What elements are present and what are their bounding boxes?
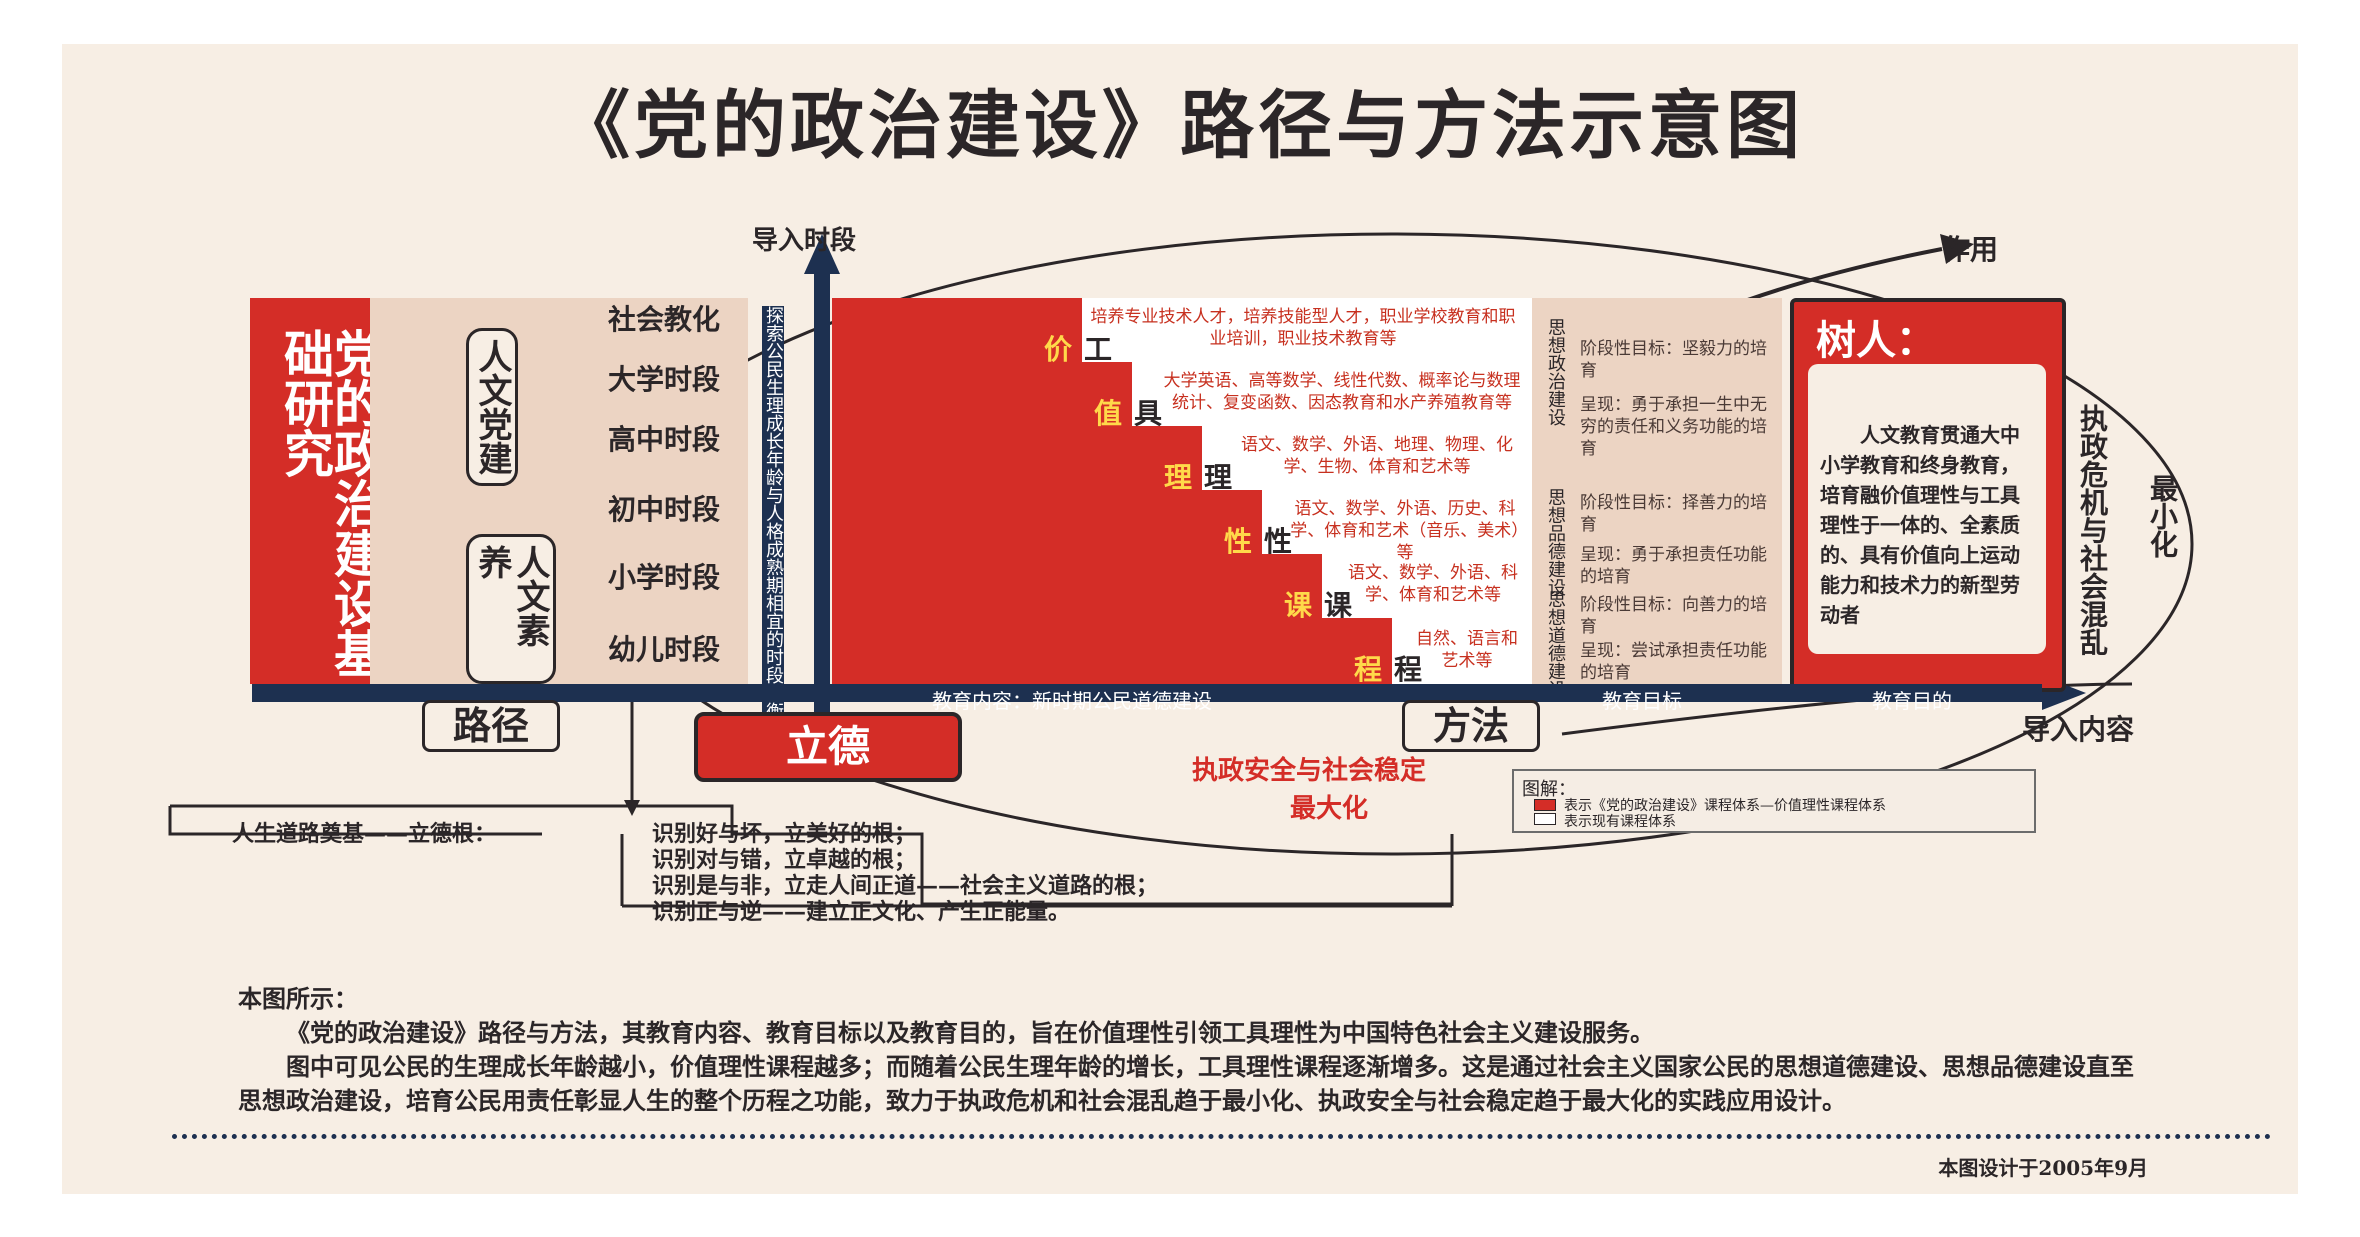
value-key-2: 值: [1094, 397, 1123, 430]
vertical-axis-label: 导入时段: [752, 226, 857, 256]
step-5: [832, 554, 1322, 618]
tree-body: 人文教育贯通大中小学教育和终身教育，培育融价值理性与工具理性于一体的、全素质的、…: [1820, 423, 2020, 627]
path-panel: 人文党建 人文素养 社会教化 大学时段 高中时段 初中时段 小学时段 幼儿时段: [370, 298, 748, 684]
course-note-4: 语文、数学、外语、历史、科学、体育和艺术（音乐、美术）等: [1290, 499, 1520, 563]
tree-panel: 树人： 人文教育贯通大中小学教育和终身教育，培育融价值理性与工具理性于一体的、全…: [1790, 298, 2066, 692]
page-title: 《党的政治建设》路径与方法示意图: [556, 83, 1804, 169]
course-note-1: 培养专业技术人才，培养技能型人才，职业学校教育和职业培训，职业技术教育等: [1090, 307, 1516, 349]
legend-red-swatch: [1534, 799, 1556, 811]
step-4: [832, 490, 1262, 554]
crisis-label: 执政危机与社会混乱: [2076, 404, 2109, 656]
axis-content-label: 教育内容：新时期公民道德建设: [932, 689, 1212, 713]
goal-column-1: 思想政治建设: [1545, 318, 1566, 426]
step-6: [832, 618, 1392, 684]
course-note-2: 大学英语、高等数学、线性代数、概率论与数理统计、复变函数、因态教育和水产养殖教育…: [1163, 371, 1521, 413]
axis-goal-label: 教育目标: [1602, 689, 1682, 713]
tool-key-3: 理: [1204, 461, 1233, 494]
legend-item-1: 表示《党的政治建设》课程体系—价值理性课程体系: [1564, 798, 1886, 814]
dotted-divider: [172, 1134, 2272, 1139]
stage-primary: 小学时段: [608, 561, 721, 594]
course-note-6: 自然、语言和艺术等: [1416, 629, 1518, 671]
maximize-label: 最大化: [1290, 794, 1369, 824]
security-label: 执政安全与社会稳定: [1192, 756, 1427, 786]
tree-heading: 树人：: [1816, 317, 1936, 364]
value-key-5: 课: [1284, 589, 1313, 622]
min-label: 最小化: [2146, 474, 2179, 558]
step-2: [832, 362, 1132, 426]
vertical-axis-caption: 探索公民生理成长年龄与人格成熟期相宜的时段均衡: [762, 306, 784, 720]
notes-paragraph-1: 《党的政治建设》路径与方法，其教育内容、教育目标以及教育目的，旨在价值理性引领工…: [286, 1018, 1654, 1047]
left-red-bar: 党的政治建设基础研究: [250, 298, 385, 684]
lide-box: 立德: [694, 712, 962, 782]
stage-university: 大学时段: [608, 363, 721, 396]
root-line-3: 识别是与非，立走人间正道——社会主义道路的根；: [652, 873, 1159, 899]
notes: 本图所示： 《党的政治建设》路径与方法，其教育内容、教育目标以及教育目的，旨在价…: [238, 982, 2138, 1118]
legend-box: 图解： 表示《党的政治建设》课程体系—价值理性课程体系 表示现有课程体系: [1512, 769, 2036, 833]
left-bar-label: 党的政治建设基础研究: [276, 328, 385, 678]
group-box-humanities: 人文素养: [466, 534, 556, 684]
goal-text-4: 呈现：勇于承担责任功能的培育: [1580, 545, 1767, 587]
root-line-2: 识别对与错，立卓越的根；: [652, 847, 917, 873]
course-note-5: 语文、数学、外语、科学、体育和艺术等: [1348, 563, 1518, 605]
tool-key-4: 性: [1264, 525, 1293, 558]
path-tag: 路径: [422, 700, 561, 752]
goal-column-2: 思想品德建设: [1545, 488, 1566, 596]
stage-kindergarten: 幼儿时段: [608, 633, 721, 666]
tool-key-5: 课: [1324, 589, 1353, 622]
goal-text-1: 阶段性目标：坚毅力的培育: [1580, 339, 1767, 381]
stage-high: 高中时段: [608, 423, 721, 456]
stage-middle: 初中时段: [608, 493, 721, 526]
horizontal-axis-bar: 教育内容：新时期公民道德建设 教育目标 教育目的: [252, 684, 2042, 713]
tree-body-box: 人文教育贯通大中小学教育和终身教育，培育融价值理性与工具理性于一体的、全素质的、…: [1808, 364, 2046, 654]
value-key-1: 价: [1044, 333, 1073, 366]
root-line-4: 识别正与逆——建立正文化、产生正能量。: [652, 899, 1071, 925]
effect-arrow: [1940, 234, 1974, 264]
legend-item-2: 表示现有课程体系: [1564, 814, 1676, 830]
step-1: [832, 298, 1082, 362]
legend-heading: 图解：: [1522, 779, 1576, 800]
horizontal-axis-label: 导入内容: [2022, 713, 2135, 746]
root-box: 人生道路奠基——立德根： 识别好与坏，立美好的根； 识别对与错，立卓越的根； 识…: [232, 816, 1622, 946]
value-key-6: 程: [1354, 653, 1383, 686]
goal-text-3: 阶段性目标：择善力的培育: [1580, 493, 1767, 535]
root-line-1: 识别好与坏，立美好的根；: [652, 821, 917, 847]
value-key-4: 性: [1224, 525, 1253, 558]
step-3: [832, 426, 1202, 490]
tool-key-1: 工: [1084, 333, 1113, 366]
notes-heading: 本图所示：: [238, 984, 358, 1013]
axis-aim-label: 教育目的: [1872, 689, 1952, 713]
footer-date: 本图设计于2005年9月: [1938, 1156, 2148, 1180]
goal-text-5: 阶段性目标：向善力的培育: [1580, 595, 1767, 637]
effect-label: 作用: [1942, 233, 1999, 266]
goal-column-3: 思想道德建设: [1545, 590, 1566, 698]
root-lead: 人生道路奠基——立德根：: [232, 821, 497, 847]
tool-key-6: 程: [1394, 653, 1423, 686]
goal-text-2: 呈现：勇于承担一生中无穷的责任和义务功能的培育: [1580, 395, 1767, 459]
tool-key-2: 具: [1134, 397, 1163, 430]
group-box-party-building: 人文党建: [466, 328, 518, 486]
value-key-3: 理: [1164, 461, 1193, 494]
course-staircase: 价 值 理 性 课 程 工 具 理 性 课 程 培养专业技术人才，培养技能型人才…: [832, 298, 1532, 686]
vertical-axis-arrow: [804, 234, 840, 274]
method-tag: 方法: [1402, 700, 1541, 752]
legend-white-swatch: [1534, 813, 1556, 825]
stage-social: 社会教化: [608, 303, 721, 336]
goal-text-6: 呈现：尝试承担责任功能的培育: [1580, 641, 1767, 683]
goal-panel: 思想政治建设 思想品德建设 思想道德建设 阶段性目标：坚毅力的培育 呈现：勇于承…: [1532, 298, 1782, 698]
poster: 《党的政治建设》路径与方法示意图 党的政治建: [62, 44, 2298, 1194]
course-note-3: 语文、数学、外语、地理、物理、化学、生物、体育和艺术等: [1241, 435, 1513, 477]
notes-paragraph-2: 图中可见公民的生理成长年龄越小，价值理性课程越多；而随着公民生理年龄的增长，工具…: [238, 1052, 2134, 1115]
